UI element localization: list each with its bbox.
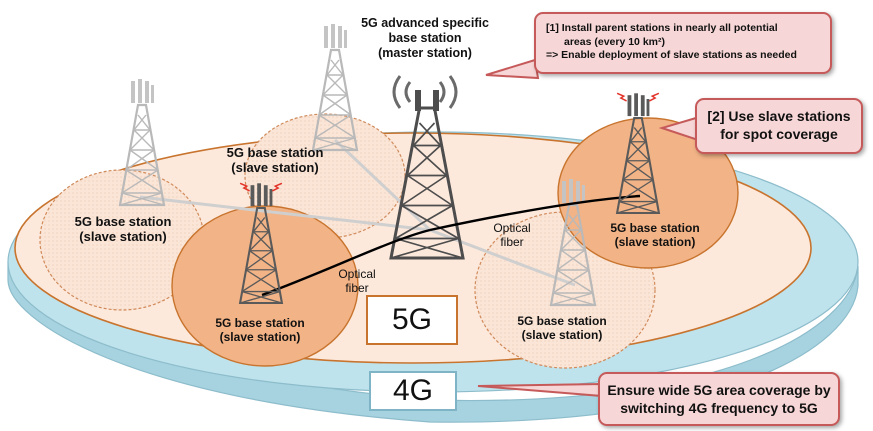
slave-label-front-left-line2: (slave station) [219,330,301,345]
five-g-layer-label: 5G [366,295,458,345]
slave-label-right: 5G base station (slave station) [585,221,725,249]
slave-label-top-center-line1: 5G base station [226,145,324,160]
slave-label-front-right: 5G base station (slave station) [492,314,632,342]
slave-label-front-left: 5G base station (slave station) [190,316,330,344]
callout-wide-coverage: Ensure wide 5G area coverage by switchin… [598,372,840,426]
fiber-label-right-line1: Optical [493,221,531,235]
slave-label-front-right-line1: 5G base station [517,314,607,328]
master-station-label-line3: (master station) [378,45,472,60]
slave-label-left: 5G base station (slave station) [48,214,198,245]
slave-label-front-right-line2: (slave station) [521,328,603,343]
master-station-label: 5G advanced specific base station (maste… [340,16,510,60]
fiber-label-left-line1: Optical [338,267,376,281]
cell-right [557,117,739,269]
callout-install-line1: [1] Install parent stations in nearly al… [546,22,778,34]
master-station-tower [389,90,465,260]
slave-label-right-line1: 5G base station [610,221,700,235]
fiber-label-left-line2: fiber [345,281,369,296]
fiber-label-left: Optical fiber [322,267,392,295]
slave-label-top-center-line2: (slave station) [231,160,319,176]
slave-label-top-center: 5G base station (slave station) [200,145,350,176]
callout-spot-line2: for spot coverage [720,125,838,142]
master-station-label-line1: 5G advanced specific [361,16,489,30]
callout-spot-line1: [2] Use slave stations [707,108,851,124]
fiber-label-right: Optical fiber [477,221,547,249]
callout-install-line2: areas (every 10 km²) [564,35,665,48]
callout-wide-line1: Ensure wide 5G area coverage by [607,382,831,398]
master-station-label-line2: base station [388,30,462,45]
callout-install-parent-stations: [1] Install parent stations in nearly al… [534,12,832,74]
fiber-label-right-line2: fiber [500,235,524,250]
slave-label-right-line2: (slave station) [614,235,696,250]
slave-label-left-line1: 5G base station [74,214,172,229]
optical-fiber-lines [261,194,641,297]
master-signal-waves-icon [392,75,458,109]
callout-install-line3: => Enable deployment of slave stations a… [546,49,797,62]
callout-spot-coverage: [2] Use slave stations for spot coverage [695,98,863,154]
callout-install-pointer [485,58,540,80]
four-g-layer-label: 4G [369,371,457,411]
slave-label-front-left-line1: 5G base station [215,316,305,330]
callout-wide-line2: switching 4G frequency to 5G [620,400,818,417]
slave-label-left-line2: (slave station) [79,229,167,245]
cell-top-center-dots [245,114,405,238]
